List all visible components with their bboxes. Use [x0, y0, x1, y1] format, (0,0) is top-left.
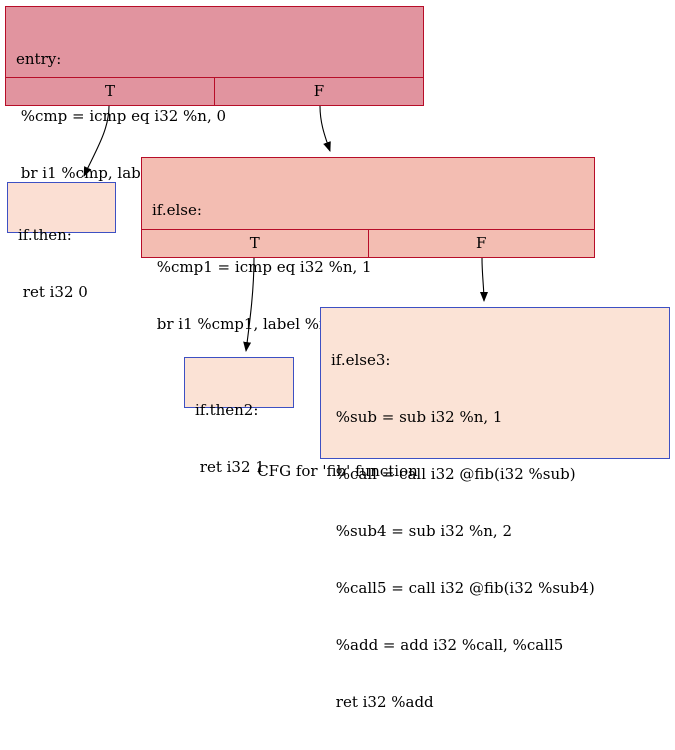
node-line: %sub4 = sub i32 %n, 2 — [331, 522, 513, 540]
node-line: ret i32 0 — [18, 283, 88, 301]
node-line: if.then: — [18, 226, 72, 244]
node-line: %cmp1 = icmp eq i32 %n, 1 — [152, 258, 372, 276]
edge-entry-false-to-if-else — [319, 105, 331, 152]
node-line: ret i32 %add — [331, 693, 434, 711]
port-true: T — [104, 82, 115, 100]
node-line: %call = call i32 @fib(i32 %sub) — [331, 465, 576, 483]
node-line: %add = add i32 %call, %call5 — [331, 636, 564, 654]
node-if-then2: if.then2: ret i32 1 — [184, 357, 294, 476]
node-if-else3: if.else3: %sub = sub i32 %n, 1 %call = c… — [320, 307, 670, 711]
port-false: F — [214, 78, 423, 105]
node-if-else: if.else: %cmp1 = icmp eq i32 %n, 1 br i1… — [141, 157, 595, 333]
node-line: if.else: — [152, 201, 202, 219]
node-line: %cmp = icmp eq i32 %n, 0 — [16, 107, 227, 125]
edge-if-else-true-to-if-then2 — [243, 257, 255, 352]
node-entry: entry: %cmp = icmp eq i32 %n, 0 br i1 %c… — [5, 6, 424, 182]
node-line: %call5 = call i32 @fib(i32 %sub4) — [331, 579, 595, 597]
cfg-edges — [83, 105, 488, 352]
graph-caption: CFG for 'fib' function — [257, 462, 418, 480]
node-if-then: if.then: ret i32 0 — [7, 182, 116, 301]
node-line: ret i32 1 — [195, 458, 265, 476]
node-ports: T F — [142, 229, 594, 257]
node-line: %sub = sub i32 %n, 1 — [331, 408, 503, 426]
edge-if-else-false-to-if-else3 — [479, 257, 488, 302]
node-ports: T F — [6, 77, 423, 105]
port-true: T — [249, 234, 260, 252]
edge-entry-true-to-if-then — [83, 105, 110, 177]
port-false: F — [367, 230, 595, 257]
node-line: if.then2: — [195, 401, 259, 419]
node-line: if.else3: — [331, 351, 391, 369]
node-line: entry: — [16, 50, 62, 68]
